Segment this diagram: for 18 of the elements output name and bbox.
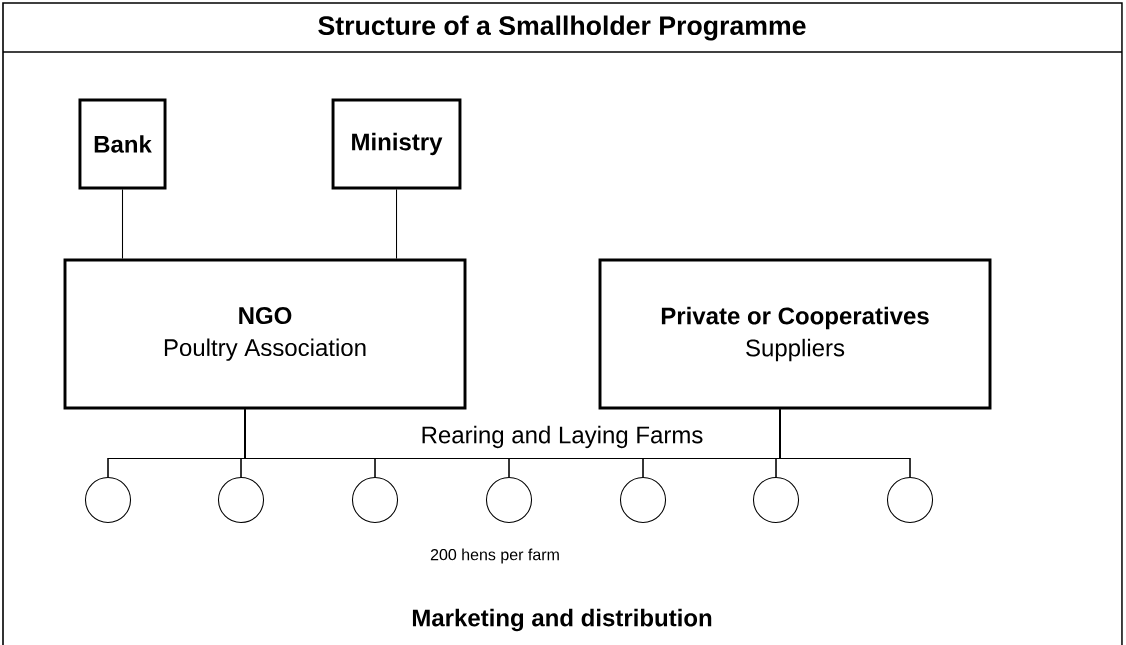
farm-circle — [886, 476, 934, 524]
farm-circle — [351, 476, 399, 524]
note-text: 200 hens per farm — [430, 548, 559, 564]
organization-box: Bank — [78, 98, 167, 190]
organization-box: NGO Poultry Association — [63, 258, 467, 410]
section-label: Marketing and distribution — [412, 608, 712, 632]
connector-line — [121, 188, 124, 260]
organization-box: Ministry — [331, 98, 462, 190]
section-label: Rearing and Laying Farms — [419, 424, 705, 450]
farm-circle — [752, 476, 800, 524]
organization-box: Private or Cooperatives Suppliers — [598, 258, 992, 410]
farm-circle — [619, 476, 667, 524]
connector-line — [395, 188, 398, 260]
connector-line — [779, 408, 911, 478]
farm-circle — [84, 476, 132, 524]
title: Structure of a Smallholder Programme — [318, 15, 806, 41]
farm-circle — [485, 476, 533, 524]
farm-circle — [217, 476, 265, 524]
